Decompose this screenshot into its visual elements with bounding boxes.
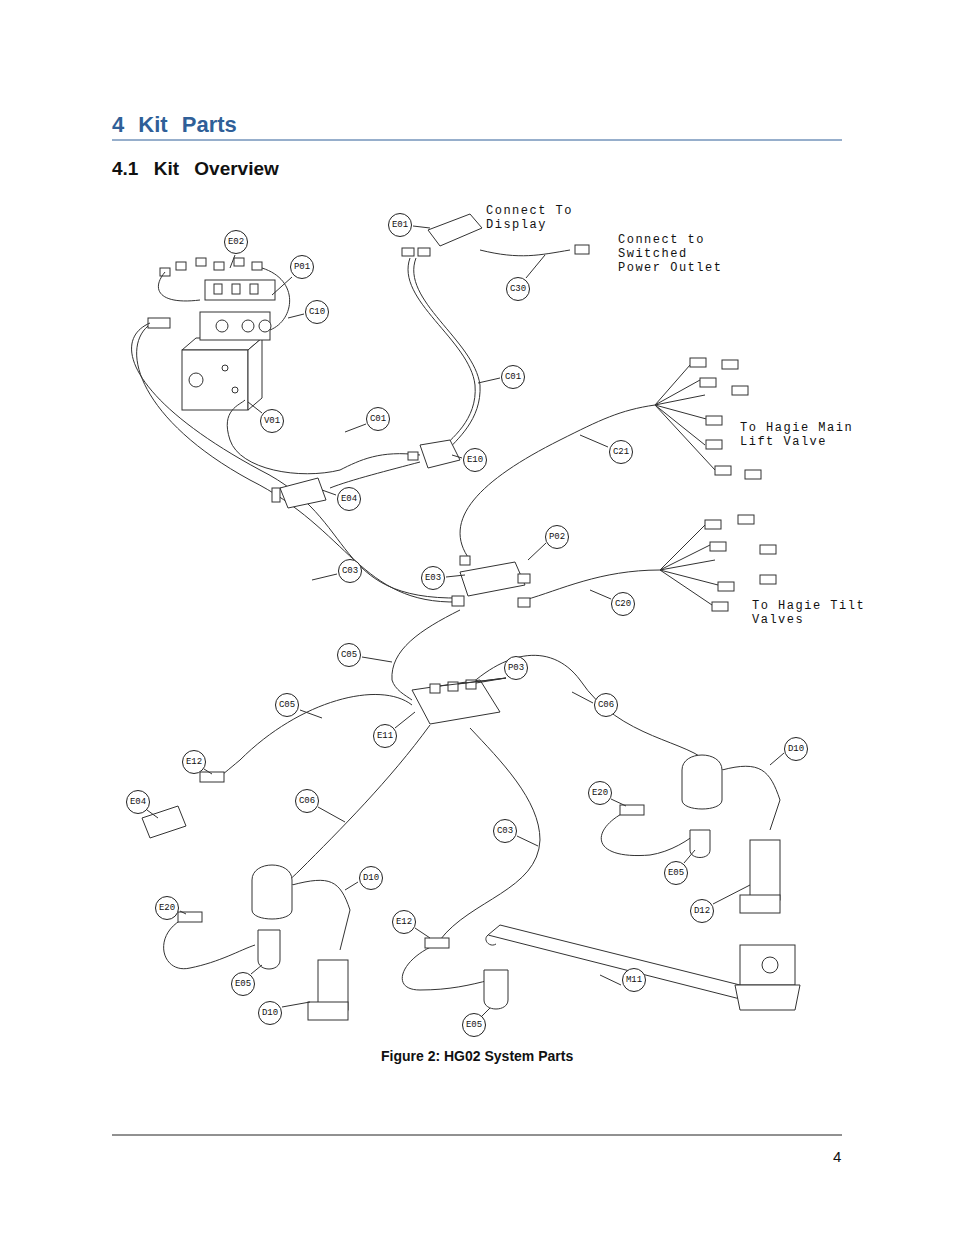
callout-circle: E02 <box>224 230 248 254</box>
callout-number: C05 <box>279 700 295 710</box>
callout-circle: C06 <box>295 789 319 813</box>
callout-circle: E05 <box>462 1013 486 1037</box>
callout-number: E12 <box>396 917 412 927</box>
callout-number: C01 <box>505 372 521 382</box>
callout-circle: C01 <box>366 407 390 431</box>
callout-circle: E05 <box>231 972 255 996</box>
callout-circle: E12 <box>392 910 416 934</box>
callout-circle: E04 <box>126 790 150 814</box>
callout-number: P03 <box>508 663 524 673</box>
callout-circle: C06 <box>594 693 618 717</box>
callout-number: C10 <box>309 307 325 317</box>
callout-number: E05 <box>235 979 251 989</box>
callout-circle: E11 <box>373 724 397 748</box>
callout-circle: E10 <box>463 448 487 472</box>
callout-circle: C03 <box>338 559 362 583</box>
callout-number: C06 <box>598 700 614 710</box>
callout-number: E05 <box>668 868 684 878</box>
callout-number: E04 <box>130 797 146 807</box>
callout-circle: C10 <box>305 300 329 324</box>
callout-circle: D10 <box>258 1001 282 1025</box>
callout-number: P01 <box>294 262 310 272</box>
callout-circle: E05 <box>664 861 688 885</box>
callout-number: C21 <box>613 447 629 457</box>
wiring-note: To Hagie Main Lift Valve <box>740 421 858 449</box>
callout-circle: C03 <box>493 819 517 843</box>
callout-number: D12 <box>694 906 710 916</box>
callout-number: E03 <box>425 573 441 583</box>
callout-number: M11 <box>626 975 642 985</box>
leader-lines <box>147 226 784 1016</box>
callout-circle: P01 <box>290 255 314 279</box>
callout-number: C20 <box>615 599 631 609</box>
callout-number: C01 <box>370 414 386 424</box>
callout-number: E01 <box>392 220 408 230</box>
callout-number: D10 <box>788 744 804 754</box>
callout-circle: C20 <box>611 592 635 616</box>
callout-number: C05 <box>341 650 357 660</box>
callout-number: C06 <box>299 796 315 806</box>
harness-wires <box>132 250 710 990</box>
callout-number: C03 <box>342 566 358 576</box>
section-heading: 4.1 Kit Overview <box>112 158 279 180</box>
callout-circle: M11 <box>622 968 646 992</box>
callout-number: D10 <box>363 873 379 883</box>
callout-number: E10 <box>467 455 483 465</box>
callout-circle: C21 <box>609 440 633 464</box>
callout-number: P02 <box>549 532 565 542</box>
callout-circle: D10 <box>784 737 808 761</box>
callout-circle: V01 <box>260 409 284 433</box>
page-number: 4 <box>833 1148 841 1165</box>
callout-number: C30 <box>510 284 526 294</box>
callout-number: E05 <box>466 1020 482 1030</box>
callout-number: E20 <box>592 788 608 798</box>
callout-circle: E12 <box>182 750 206 774</box>
callout-circle: D10 <box>359 866 383 890</box>
callout-circle: E01 <box>388 213 412 237</box>
callout-circle: C30 <box>506 277 530 301</box>
valve-block <box>148 258 275 410</box>
callout-circle: E20 <box>588 781 612 805</box>
callout-circle: C05 <box>337 643 361 667</box>
callout-number: D10 <box>262 1008 278 1018</box>
figure-caption: Figure 2: HG02 System Parts <box>381 1048 573 1064</box>
callout-number: E02 <box>228 237 244 247</box>
callout-circle: P03 <box>504 656 528 680</box>
callout-number: E20 <box>159 903 175 913</box>
sensor-assemblies <box>252 755 780 1020</box>
callout-circle: E03 <box>421 566 445 590</box>
callout-circle: E04 <box>337 487 361 511</box>
callout-number: E11 <box>377 731 393 741</box>
heading-rule <box>112 140 842 141</box>
callout-circle: P02 <box>545 525 569 549</box>
wiring-note: Connect to Switched Power Outlet <box>618 233 736 275</box>
wiring-note: Connect To Display <box>486 204 604 232</box>
footer-rule <box>112 1135 842 1136</box>
page-title: 4 Kit Parts <box>112 112 237 138</box>
callout-circle: D12 <box>690 899 714 923</box>
callout-number: E12 <box>186 757 202 767</box>
callout-number: V01 <box>264 416 280 426</box>
wiring-note: To Hagie Tilt Valves <box>752 599 870 627</box>
callout-circle: C01 <box>501 365 525 389</box>
mount-bar <box>486 925 800 1010</box>
callout-number: C03 <box>497 826 513 836</box>
callout-circle: E20 <box>155 896 179 920</box>
modules <box>142 214 644 948</box>
callout-number: E04 <box>341 494 357 504</box>
callout-circle: C05 <box>275 693 299 717</box>
